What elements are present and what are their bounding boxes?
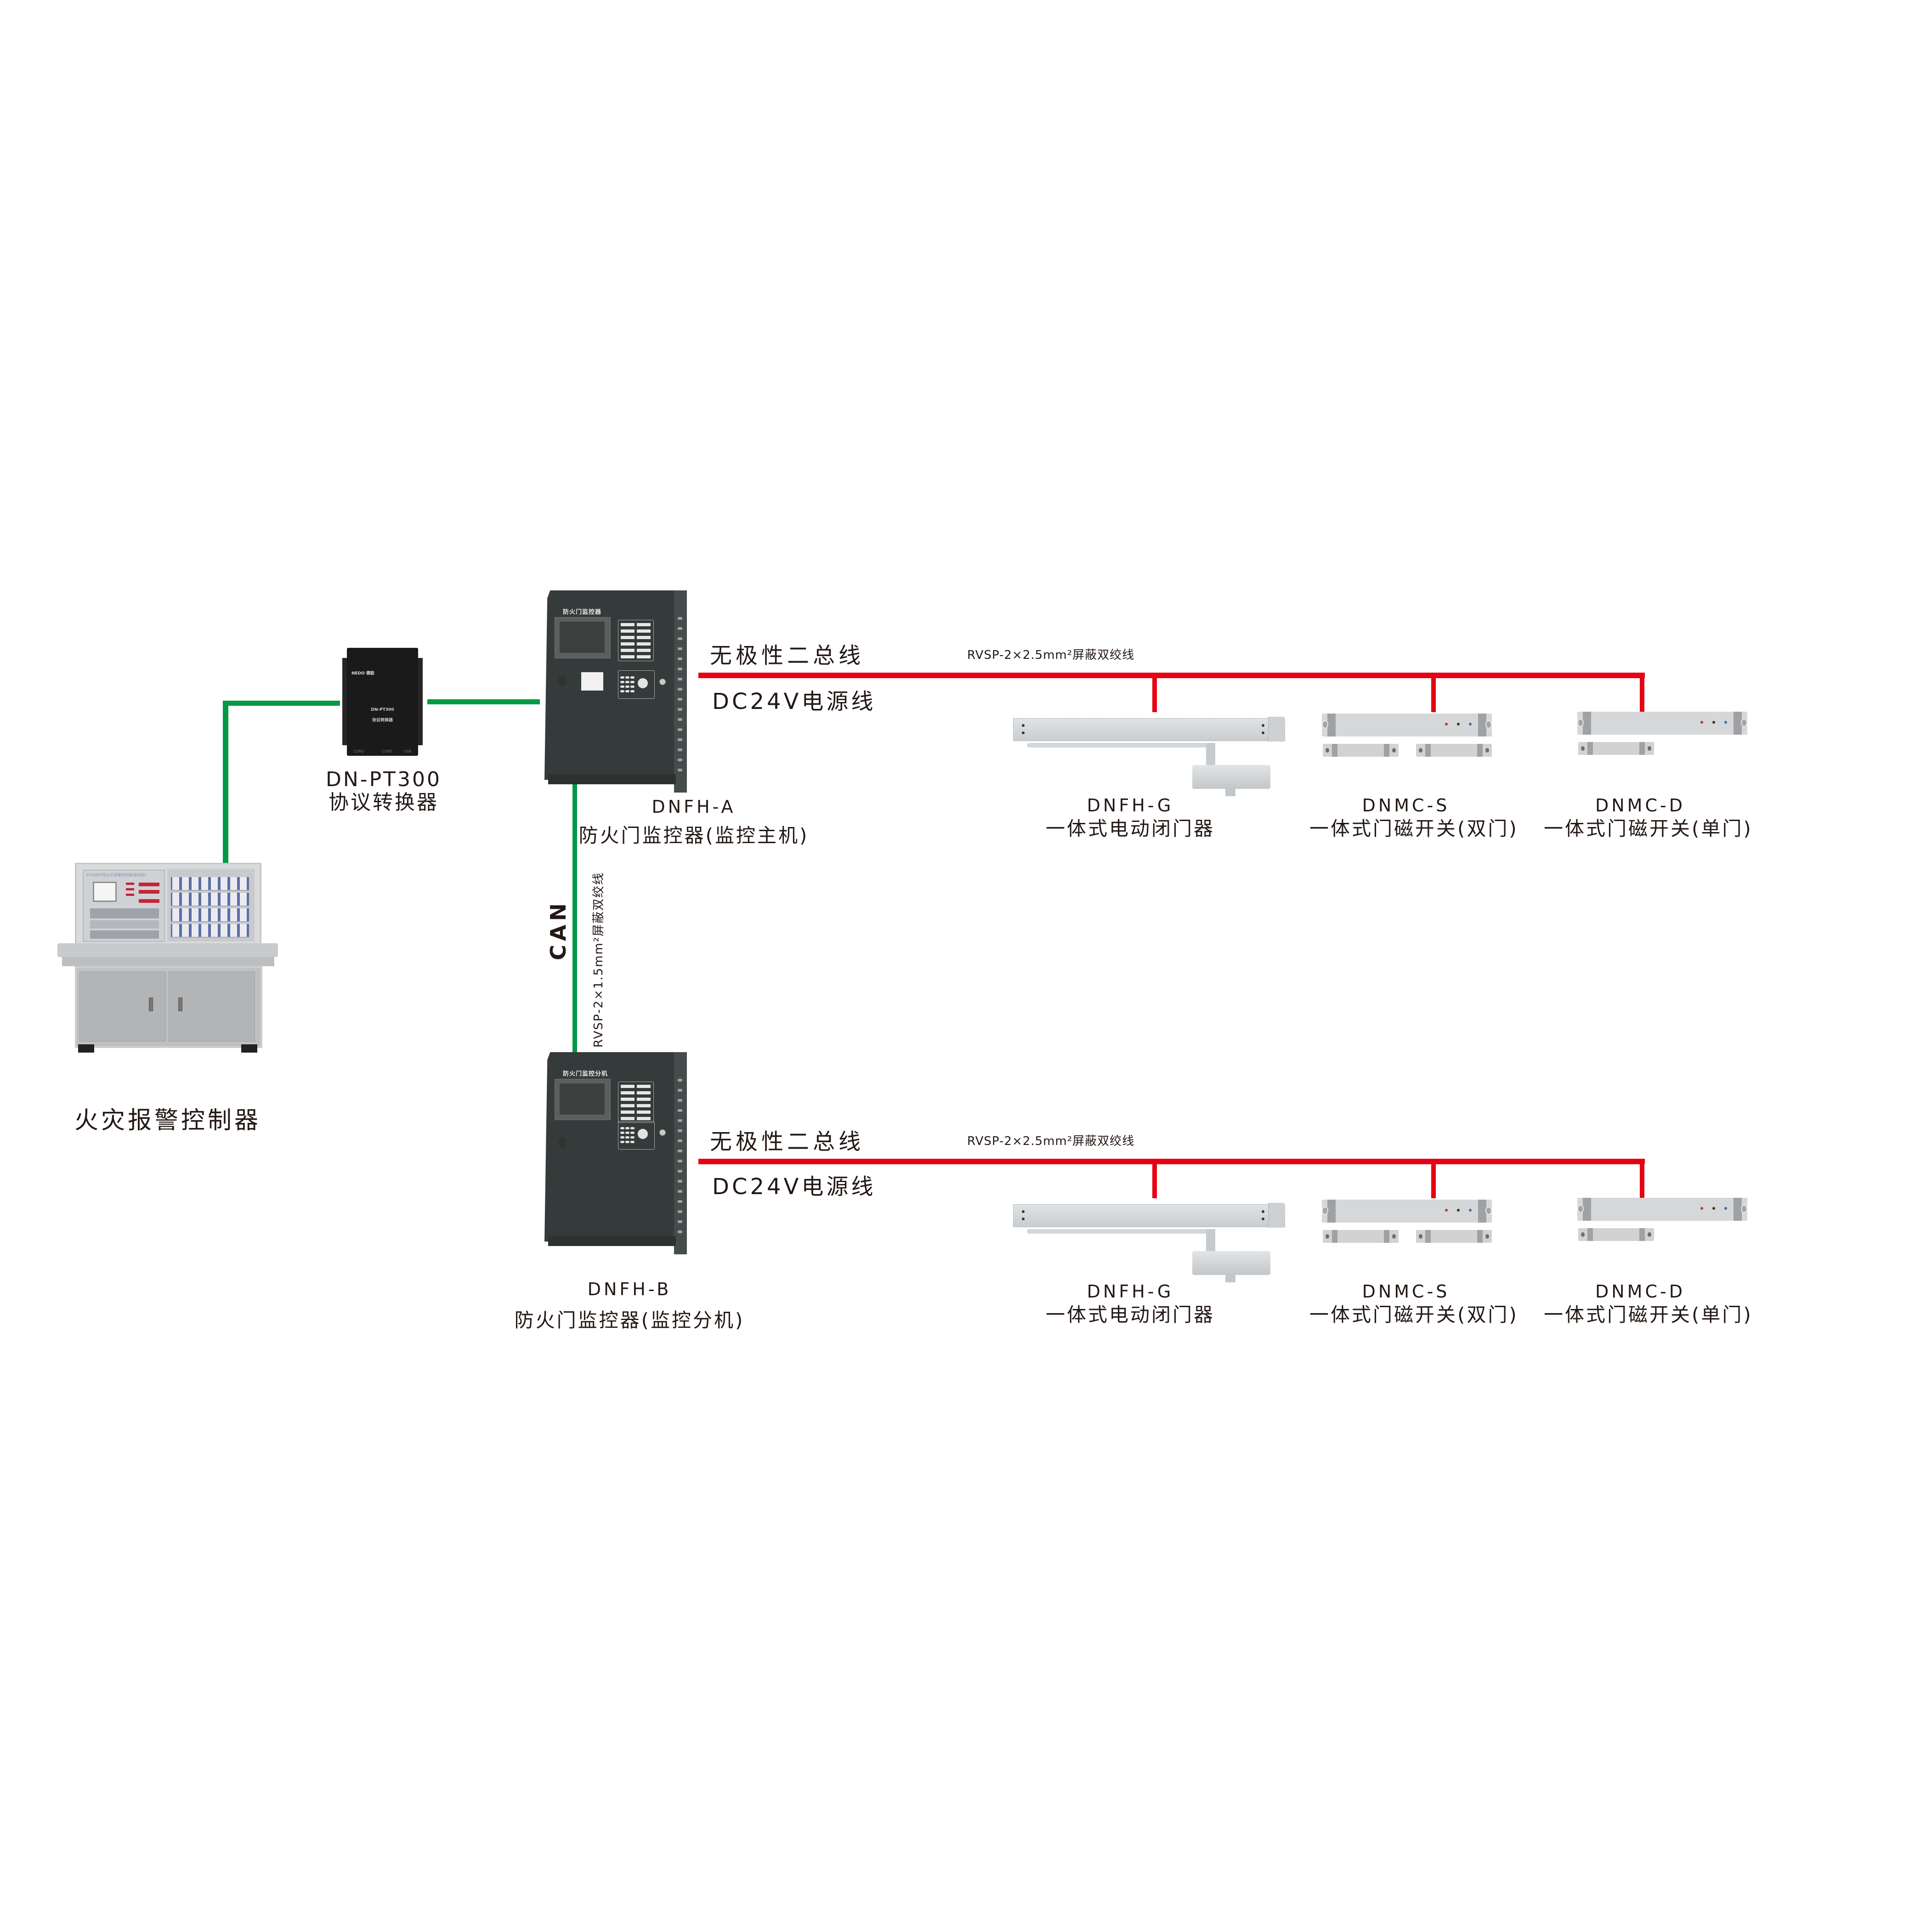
wire-bus-top-drop-mswitch-double	[1431, 673, 1436, 712]
wire-console-to-converter-vertical	[223, 701, 228, 864]
monitor-slave-name-label: 防火门监控器(监控分机)	[514, 1309, 745, 1331]
mswitch-single-bottom-model: DNMC-D	[1595, 1281, 1685, 1302]
monitor-master-name-label: 防火门监控器(监控主机)	[578, 824, 809, 847]
keypad	[618, 670, 655, 699]
console-panel: EI-6000T型火灾报警控制器(联动型)	[75, 863, 261, 948]
fire-alarm-controller-label: 火灾报警控制器	[74, 1107, 261, 1134]
monitor-slave-face-title: 防火门监控分机	[563, 1071, 608, 1077]
port-usb: USB	[404, 749, 412, 754]
monitor-master-face-title: 防火门监控器	[563, 609, 602, 616]
magnetic-switch-double-bottom	[1322, 1200, 1492, 1246]
power-bottom-label: DC24V电源线	[712, 1174, 876, 1200]
wire-bus-top-drop-mswitch-single	[1640, 673, 1644, 712]
lock-icon	[659, 679, 666, 685]
monitor-slave-model-label: DNFH-B	[587, 1279, 672, 1299]
magnetic-switch-double-top	[1322, 714, 1492, 759]
wire-bus-bottom-main	[698, 1159, 1645, 1164]
bus-bottom-cable-label: RVSP-2×2.5mm²屏蔽双绞线	[967, 1134, 1135, 1148]
keypad	[618, 1121, 655, 1150]
mswitch-single-bottom-name: 一体式门磁开关(单门)	[1544, 1303, 1753, 1326]
lcd-screen	[555, 1079, 611, 1120]
speaker-icon	[558, 675, 567, 686]
console-zone-panel	[167, 869, 255, 941]
mswitch-double-top-name: 一体式门磁开关(双门)	[1309, 817, 1518, 840]
fire-alarm-controller: EI-6000T型火灾报警控制器(联动型)	[57, 863, 278, 1056]
port-com2: COM2	[353, 749, 364, 754]
printer-slot	[581, 672, 603, 691]
wire-bus-top-drop-closer	[1152, 673, 1157, 712]
door-handle-icon	[178, 997, 182, 1011]
closer-top-name: 一体式电动闭门器	[1045, 817, 1215, 840]
console-panel-caption: EI-6000T型火灾报警控制器(联动型)	[86, 873, 146, 877]
bus-bottom-label: 无极性二总线	[710, 1129, 865, 1155]
lcd-screen	[555, 617, 611, 658]
can-cable-label: RVSP-2×1.5mm²屏蔽双绞线	[592, 872, 606, 1048]
wire-console-to-converter-horizontal	[223, 701, 340, 706]
mswitch-double-bottom-model: DNMC-S	[1362, 1281, 1450, 1302]
mswitch-double-top-model: DNMC-S	[1362, 795, 1450, 816]
door-closer-bottom	[1013, 1203, 1289, 1287]
bus-top-cable-label: RVSP-2×2.5mm²屏蔽双绞线	[967, 648, 1135, 662]
console-screen	[93, 882, 117, 902]
closer-bottom-model: DNFH-G	[1087, 1281, 1174, 1302]
mswitch-single-top-model: DNMC-D	[1595, 795, 1685, 816]
console-door-right	[169, 972, 255, 1042]
door-closer-top	[1013, 717, 1289, 801]
dpad-icon	[638, 678, 648, 688]
dpad-icon	[638, 1129, 648, 1139]
indicator-panel	[618, 1082, 654, 1123]
wire-bus-top-main	[698, 673, 1645, 678]
protocol-converter: NEDO 德能 DN-PT300 协议转换器 COM2 COM1 USB	[342, 648, 423, 756]
closer-top-model: DNFH-G	[1087, 795, 1174, 816]
converter-name-label: 协议转换器	[329, 791, 439, 814]
converter-model-label: DN-PT300	[325, 768, 442, 791]
wire-converter-to-master	[427, 699, 540, 704]
mswitch-single-top-name: 一体式门磁开关(单门)	[1544, 817, 1753, 840]
lock-icon	[659, 1129, 666, 1136]
fire-door-monitor-slave: 防火门监控分机	[544, 1052, 687, 1254]
console-door-left	[79, 972, 166, 1042]
port-com1: COM1	[382, 749, 393, 754]
mswitch-double-bottom-name: 一体式门磁开关(双门)	[1309, 1303, 1518, 1326]
console-control-panel: EI-6000T型火灾报警控制器(联动型)	[83, 870, 165, 942]
magnetic-switch-single-bottom	[1577, 1198, 1747, 1244]
can-label: CAN	[546, 900, 571, 960]
console-cabinet	[75, 966, 262, 1048]
wire-bus-bottom-drop-mswitch-single	[1640, 1159, 1644, 1198]
console-desk	[57, 943, 278, 957]
door-handle-icon	[149, 997, 153, 1011]
magnetic-switch-single-top	[1577, 712, 1747, 758]
wire-can-master-to-slave	[572, 781, 577, 1054]
power-top-label: DC24V电源线	[712, 689, 876, 714]
converter-face-model: DN-PT300	[371, 708, 394, 712]
speaker-icon	[558, 1137, 567, 1148]
wire-bus-bottom-drop-mswitch-double	[1431, 1159, 1436, 1198]
converter-brand: NEDO 德能	[351, 671, 374, 676]
fire-door-monitor-master: 防火门监控器	[544, 590, 687, 793]
bus-top-label: 无极性二总线	[710, 643, 865, 669]
closer-bottom-name: 一体式电动闭门器	[1045, 1303, 1215, 1326]
indicator-panel	[618, 620, 654, 661]
monitor-master-model-label: DNFH-A	[652, 797, 736, 817]
converter-face-name: 协议转换器	[372, 718, 393, 723]
wire-bus-bottom-drop-closer	[1152, 1159, 1157, 1198]
